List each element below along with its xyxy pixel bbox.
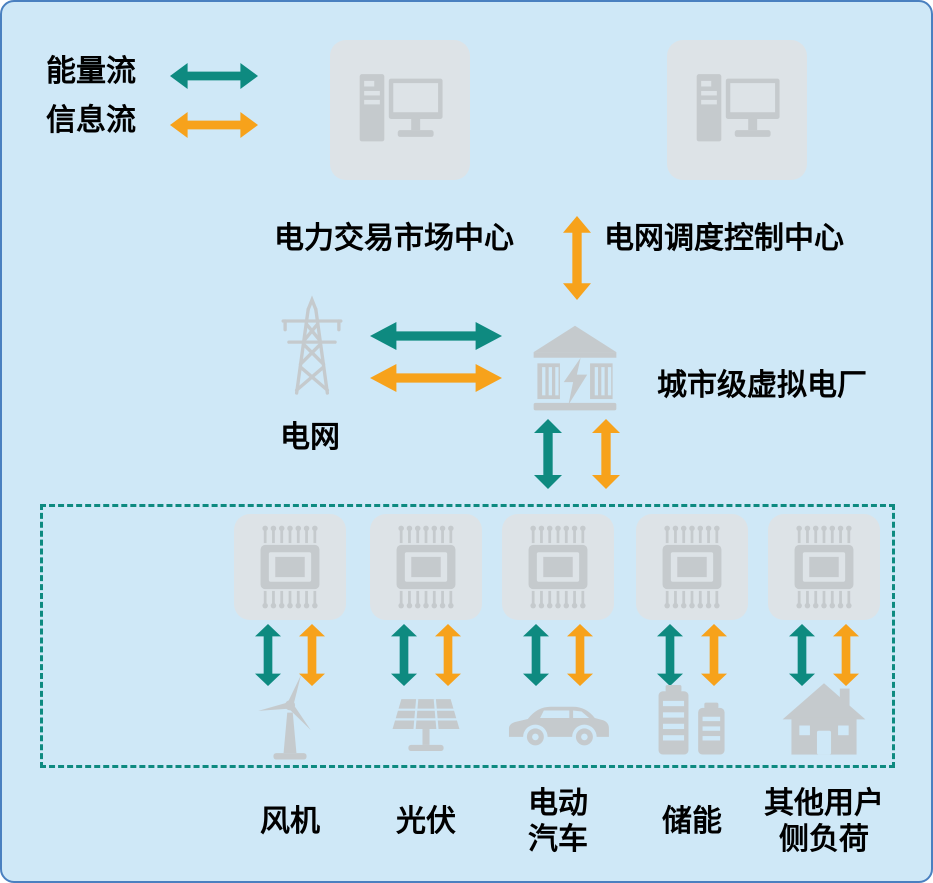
resource-label-other-load: 其他用户 侧负荷 (764, 786, 884, 857)
controller-chip-icon (662, 525, 722, 609)
dispatch-vpp-info-arrow (563, 216, 591, 300)
resource-label-ev: 电动 汽车 (528, 786, 588, 857)
vpp-resources-info-arrow (592, 419, 620, 489)
chip-resource-info-arrow-1 (299, 624, 325, 686)
vpp-resources-energy-arrow (534, 419, 562, 489)
grid-label: 电网 (280, 420, 340, 455)
solar-panel-icon (392, 699, 460, 752)
controller-chip-icon (794, 525, 854, 609)
controller-chip-icon (260, 525, 320, 609)
chip-resource-energy-arrow-5 (789, 624, 815, 686)
controller-card (768, 514, 880, 620)
legend-energy-label: 能量流 (46, 54, 136, 89)
vpp-label: 城市级虚拟电厂 (657, 368, 867, 403)
market-center-computer-card (330, 40, 470, 180)
legend-energy-arrow (170, 63, 258, 89)
chip-resource-energy-arrow-1 (255, 624, 281, 686)
chip-resource-info-arrow-4 (701, 624, 727, 686)
battery-storage-icon (658, 685, 725, 755)
controller-card (234, 514, 346, 620)
resource-pool-box (40, 504, 895, 768)
controller-chip-icon (396, 525, 456, 609)
dispatch-center-label: 电网调度控制中心 (604, 221, 844, 256)
house-load-icon (782, 683, 866, 755)
computer-icon (696, 74, 780, 142)
transmission-tower-icon (281, 295, 343, 395)
vpp-building-icon (533, 325, 617, 411)
resource-label-solar: 光伏 (396, 804, 456, 839)
dispatch-center-computer-card (667, 40, 807, 180)
legend-info-arrow (170, 112, 258, 138)
controller-card (502, 514, 614, 620)
controller-card (370, 514, 482, 620)
market-center-label: 电力交易市场中心 (274, 221, 514, 256)
chip-resource-energy-arrow-4 (657, 624, 683, 686)
controller-chip-icon (528, 525, 588, 609)
wind-turbine-icon (258, 675, 311, 760)
electric-vehicle-icon (508, 706, 609, 750)
chip-resource-info-arrow-3 (567, 624, 593, 686)
grid-vpp-energy-arrow (370, 322, 502, 350)
controller-card (636, 514, 748, 620)
chip-resource-energy-arrow-3 (523, 624, 549, 686)
chip-resource-energy-arrow-2 (391, 624, 417, 686)
grid-vpp-info-arrow (370, 364, 502, 392)
chip-resource-info-arrow-5 (833, 624, 859, 686)
resource-label-storage: 储能 (662, 804, 722, 839)
computer-icon (359, 74, 443, 142)
chip-resource-info-arrow-2 (435, 624, 461, 686)
legend-info-label: 信息流 (46, 103, 136, 138)
resource-label-wind: 风机 (260, 804, 320, 839)
